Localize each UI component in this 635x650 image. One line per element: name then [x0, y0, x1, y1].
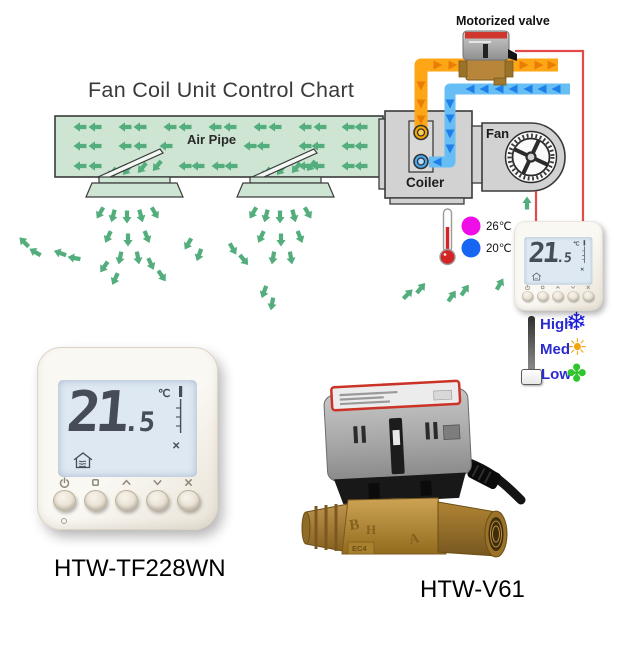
floor-heating-icon [73, 452, 93, 469]
up-arrow-icon [555, 285, 560, 289]
power-button[interactable] [521, 291, 533, 302]
thermostat-product-image: 21.5 ℃ ✕ [37, 347, 218, 530]
valve-cast-mark-right: A [408, 531, 422, 548]
thermometer-icon [439, 208, 456, 266]
power-icon [524, 284, 530, 291]
valve-cast-mark-plate: EC4 [352, 544, 367, 553]
up-arrow-icon [121, 479, 131, 485]
fan-x-icon [184, 479, 192, 486]
motorized-valve-label: Motorized valve [456, 14, 550, 28]
air-diffuser [85, 176, 184, 198]
motorized-valve-diagram [458, 30, 517, 86]
temp-up-button[interactable] [551, 291, 564, 302]
valve-cast-mark-left: B [348, 517, 360, 534]
fan-speed-scale-icon [582, 240, 586, 264]
fan-speed-scale-icon [176, 386, 183, 433]
hot-temp-label: 26℃ [486, 221, 512, 233]
down-arrow-icon [152, 480, 162, 486]
valve-actuator [323, 379, 472, 504]
page-title: Fan Coil Unit Control Chart [88, 78, 355, 102]
fan-swirl-icon: ✤ [567, 360, 587, 386]
hot-temp-dot [461, 216, 481, 236]
fan-button[interactable] [176, 490, 200, 511]
fan-x-icon [586, 285, 590, 290]
sun-icon: ☀ [567, 334, 588, 360]
power-button[interactable] [52, 490, 76, 511]
coiler-label: Coiler [406, 175, 445, 190]
coiler-cold-port [413, 153, 429, 170]
fan-speed-high-label: High [540, 316, 574, 333]
snowflake-icon: ❄ [566, 308, 587, 336]
power-icon [59, 477, 69, 488]
fan-speed-med-label: Med [540, 341, 570, 358]
temp-up-button[interactable] [114, 490, 138, 511]
temperature-unit: ℃ [158, 388, 171, 400]
temperature-unit: ℃ [573, 241, 580, 247]
fan-label: Fan [486, 126, 510, 141]
fan-blower [481, 122, 566, 192]
mode-button[interactable] [83, 490, 107, 511]
mode-icon [91, 479, 99, 486]
wall-thermostat-diagram: 21.5 ℃ ✕ [514, 221, 603, 311]
fan-button[interactable] [582, 291, 594, 302]
control-wires [515, 49, 585, 222]
cold-temp-dot [461, 238, 481, 258]
fan-speed-low-label: Low [541, 366, 571, 383]
temp-down-button[interactable] [145, 490, 169, 511]
temp-down-button[interactable] [567, 291, 579, 302]
fan-speed-slider-track [528, 316, 535, 380]
thermostat-model-label: HTW-TF228WN [54, 555, 226, 582]
valve-cast-mark-center: H [366, 522, 376, 537]
temperature-reading: 21.5 [527, 237, 573, 270]
air-diffuser [236, 176, 335, 198]
cold-temp-label: 20℃ [486, 243, 512, 255]
valve-brass-body: B H A EC4 [301, 497, 508, 558]
thermostat-lcd: 21.5 ℃ ✕ [58, 380, 197, 477]
mode-button[interactable] [536, 291, 549, 302]
temperature-reading: 21.5 [64, 380, 156, 445]
air-pipe-duct [54, 115, 384, 198]
down-arrow-icon [570, 286, 575, 289]
thermostat-lcd: 21.5 ℃ ✕ [524, 237, 593, 285]
lcd-x-symbol: ✕ [580, 267, 585, 273]
valve-model-label: HTW-V61 [420, 576, 525, 603]
lcd-x-symbol: ✕ [172, 441, 181, 452]
air-pipe-label: Air Pipe [187, 132, 237, 147]
coiler-hot-port [413, 124, 429, 141]
thermostat-body: 21.5 ℃ ✕ [514, 221, 603, 311]
thermostat-body: 21.5 ℃ ✕ [37, 347, 218, 530]
cold-water-pipe [429, 83, 570, 168]
power-indicator-dot [61, 518, 67, 524]
fan-speed-slider-handle[interactable] [521, 369, 542, 385]
floor-heating-icon [532, 272, 542, 281]
valve-product-image: B H A EC4 [298, 370, 526, 576]
mode-icon [540, 285, 545, 290]
